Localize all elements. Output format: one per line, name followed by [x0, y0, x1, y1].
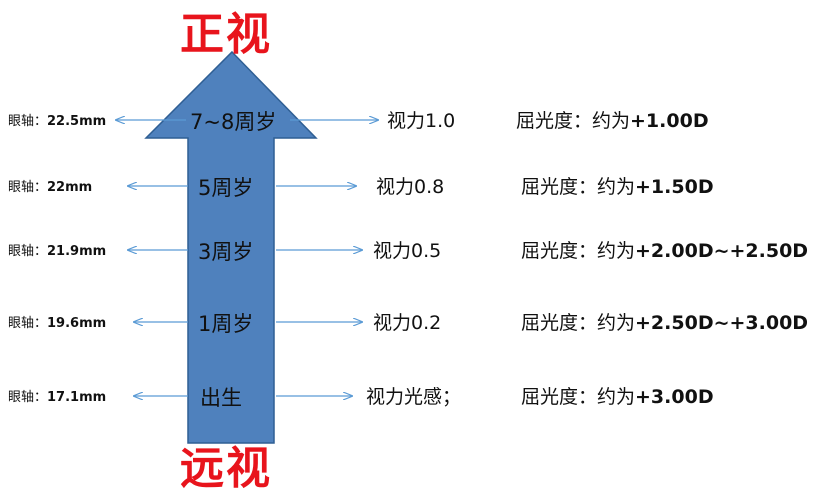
stage-label: 5周岁 [198, 176, 254, 200]
refraction-value: +1.00D [630, 110, 709, 132]
vision-value: 视力光感； [366, 386, 462, 408]
axial-length: 眼轴：22.5mm [8, 110, 106, 129]
axial-value: 19.6mm [47, 316, 107, 331]
vision-value: 视力0.2 [373, 312, 442, 334]
stage-label: 7~8周岁 [190, 110, 277, 134]
axial-length: 眼轴：21.9mm [8, 240, 106, 259]
vision-value: 视力1.0 [387, 110, 456, 132]
refraction-info: 屈光度：约为+1.50D [521, 172, 714, 199]
refraction-prefix: 屈光度：约为 [521, 176, 636, 198]
refraction-info: 屈光度：约为+3.00D [521, 382, 714, 409]
axial-prefix: 眼轴： [8, 180, 48, 195]
refraction-info: 屈光度：约为+1.00D [516, 106, 709, 133]
refraction-value: +2.50D~+3.00D [635, 312, 809, 334]
title-emmetropia: 正视 [180, 9, 272, 60]
connector-lines [116, 120, 378, 396]
refraction-info: 屈光度：约为+2.50D~+3.00D [521, 308, 808, 335]
title-hyperopia: 远视 [180, 443, 272, 494]
refraction-prefix: 屈光度：约为 [521, 240, 636, 262]
axial-value: 22mm [47, 180, 93, 195]
axial-value: 22.5mm [47, 114, 107, 129]
axial-length: 眼轴：22mm [8, 176, 92, 195]
refraction-value: +2.00D~+2.50D [635, 240, 809, 262]
stage-label: 3周岁 [198, 240, 254, 264]
axial-prefix: 眼轴： [8, 114, 48, 129]
refraction-value: +1.50D [635, 176, 714, 198]
axial-value: 21.9mm [47, 244, 107, 259]
refraction-prefix: 屈光度：约为 [516, 110, 631, 132]
refraction-prefix: 屈光度：约为 [521, 312, 636, 334]
vision-value: 视力0.5 [373, 240, 442, 262]
refraction-prefix: 屈光度：约为 [521, 386, 636, 408]
refraction-info: 屈光度：约为+2.00D~+2.50D [521, 236, 808, 263]
axial-value: 17.1mm [47, 390, 107, 405]
axial-length: 眼轴：17.1mm [8, 386, 106, 405]
axial-prefix: 眼轴： [8, 390, 48, 405]
development-arrow [144, 50, 318, 444]
axial-prefix: 眼轴： [8, 316, 48, 331]
refraction-value: +3.00D [635, 386, 714, 408]
stage-label: 出生 [200, 386, 242, 410]
axial-prefix: 眼轴： [8, 244, 48, 259]
vision-value: 视力0.8 [376, 176, 445, 198]
axial-length: 眼轴：19.6mm [8, 312, 106, 331]
stage-label: 1周岁 [198, 312, 254, 336]
